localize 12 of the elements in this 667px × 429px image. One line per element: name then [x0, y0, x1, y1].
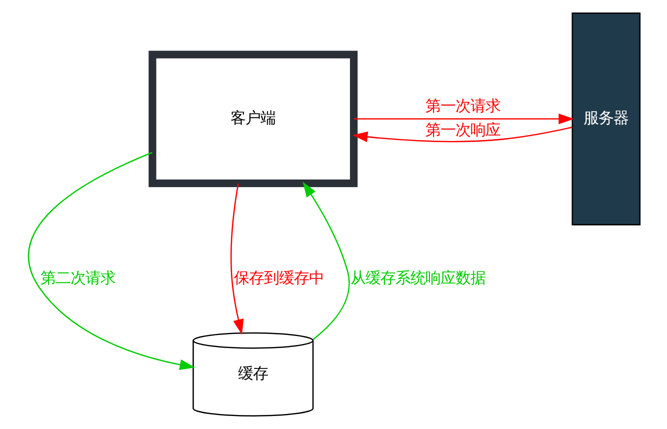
arrow — [28, 152, 195, 370]
arrow — [352, 126, 572, 142]
arrow — [230, 183, 244, 335]
edge-label: 保存到缓存中 — [234, 268, 324, 287]
arrow — [353, 114, 574, 124]
arrow — [302, 182, 350, 340]
edge-label: 第一次请求 — [425, 96, 500, 115]
node-box: 客户端 — [148, 50, 358, 188]
edge-label: 第二次请求 — [40, 268, 115, 287]
edge-label: 从缓存系统响应数据 — [350, 268, 486, 287]
node-box: 服务器 — [571, 12, 640, 226]
edge-label: 第一次响应 — [425, 120, 500, 139]
